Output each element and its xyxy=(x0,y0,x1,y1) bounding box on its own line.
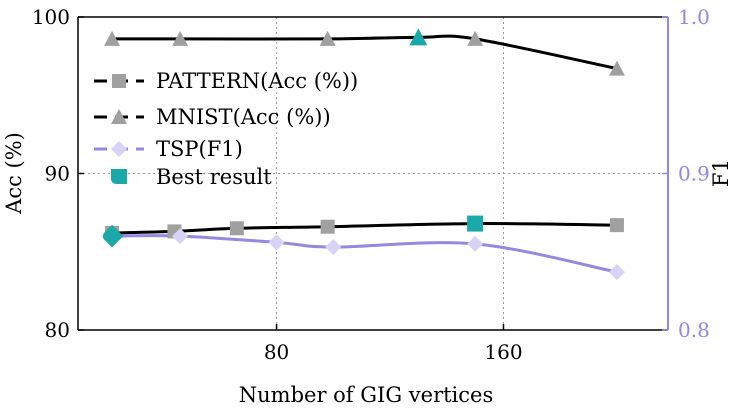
best-marker-mnist xyxy=(409,28,428,46)
y-tick-label: 100 xyxy=(32,5,70,29)
legend-label-tsp: TSP(F1) xyxy=(156,137,243,161)
y2-tick-label: 0.8 xyxy=(678,318,710,342)
marker-tsp xyxy=(608,264,625,281)
y-axis-title: Acc (%) xyxy=(2,132,26,215)
x-axis-title: Number of GIG vertices xyxy=(239,383,493,407)
x-tick-label: 160 xyxy=(484,340,522,364)
series-line-pattern xyxy=(112,222,617,235)
legend-item-best: Best result xyxy=(111,165,272,189)
marker-mnist xyxy=(608,60,625,76)
marker-pattern xyxy=(609,218,624,233)
marker-pattern xyxy=(229,221,244,236)
y2-axis-title: F1 xyxy=(709,159,733,187)
legend-label-best: Best result xyxy=(156,165,272,189)
legend-item-tsp: TSP(F1) xyxy=(94,137,243,161)
marker-tsp xyxy=(325,239,342,256)
y-tick-label: 90 xyxy=(45,162,70,186)
marker-tsp xyxy=(467,235,484,252)
series-markers xyxy=(102,28,625,281)
marker-tsp xyxy=(172,228,189,245)
series-line-mnist xyxy=(112,34,618,71)
marker-pattern xyxy=(320,219,335,234)
marker-mnist xyxy=(104,30,121,46)
legend-best-marker xyxy=(111,169,127,184)
legend-label-pattern: PATTERN(Acc (%)) xyxy=(156,69,358,93)
legend-item-pattern: PATTERN(Acc (%)) xyxy=(94,69,358,93)
legend-diamond-marker xyxy=(111,141,127,157)
legend-square-marker xyxy=(112,74,126,88)
marker-tsp xyxy=(268,234,285,251)
x-tick-label: 80 xyxy=(264,340,289,364)
grid-lines xyxy=(78,17,668,330)
legend-label-mnist: MNIST(Acc (%)) xyxy=(156,105,331,129)
marker-mnist xyxy=(172,30,189,46)
y2-tick-label: 1.0 xyxy=(678,5,710,29)
marker-mnist xyxy=(467,30,484,46)
marker-mnist xyxy=(319,30,336,46)
best-marker-pattern xyxy=(467,215,484,232)
series-line-tsp xyxy=(112,234,618,274)
legend-item-mnist: MNIST(Acc (%)) xyxy=(94,105,331,129)
y-tick-label: 80 xyxy=(45,318,70,342)
tick-labels: 80 90 100 0.8 0.9 1.0 80 160 xyxy=(32,5,710,364)
legend-triangle-marker xyxy=(111,109,127,124)
legend: PATTERN(Acc (%)) MNIST(Acc (%)) TSP(F1) … xyxy=(94,69,358,189)
best-marker-tsp xyxy=(102,224,124,248)
y2-tick-label: 0.9 xyxy=(678,162,710,186)
